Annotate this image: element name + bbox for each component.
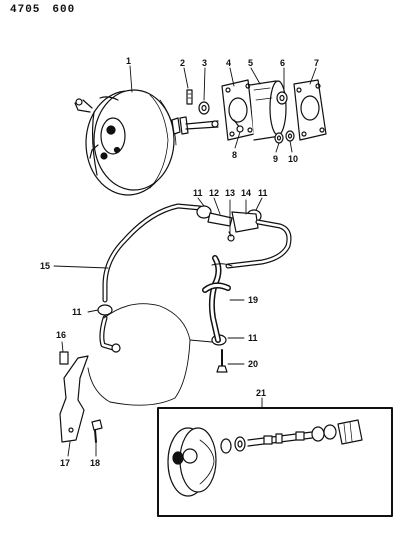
leader-lines	[53, 65, 317, 457]
callout-7: 7	[314, 58, 319, 68]
callouts: 1 2 3 4 5 6 7 8 9 10 11 12 13 14 11 15 1…	[40, 56, 319, 468]
callout-11-top-right: 11	[258, 188, 268, 198]
callout-15: 15	[40, 261, 50, 271]
vacuum-hose	[99, 203, 203, 353]
callout-3: 3	[202, 58, 207, 68]
callout-5: 5	[248, 58, 253, 68]
bracket-bolt	[91, 419, 103, 443]
spacer-housing	[249, 80, 287, 141]
page-code-left: 4705	[10, 4, 41, 16]
callout-17: 17	[60, 458, 70, 468]
callout-18: 18	[90, 458, 100, 468]
vacuum-tube	[202, 255, 233, 343]
callout-11-right: 11	[248, 333, 258, 343]
callout-4: 4	[226, 58, 231, 68]
callout-20: 20	[248, 359, 258, 369]
nut-part	[274, 132, 284, 144]
callout-10: 10	[288, 154, 298, 164]
intake-outline	[87, 303, 213, 406]
mounting-bracket	[59, 355, 89, 443]
callout-2: 2	[180, 58, 185, 68]
callout-14: 14	[241, 188, 251, 198]
callout-1: 1	[126, 56, 131, 66]
callout-8: 8	[232, 150, 237, 160]
fitting	[216, 349, 228, 373]
seal-ring	[276, 91, 288, 105]
callout-19: 19	[248, 295, 258, 305]
bracket-nut	[59, 351, 69, 365]
callout-16: 16	[56, 330, 66, 340]
check-valve	[207, 211, 292, 269]
washer-part	[198, 101, 210, 115]
callout-12: 12	[209, 188, 219, 198]
callout-6: 6	[280, 58, 285, 68]
gasket-plate	[293, 79, 327, 141]
callout-11-top-left: 11	[193, 188, 203, 198]
callout-21: 21	[256, 388, 266, 398]
page-code-right: 600	[52, 4, 76, 16]
pin-part	[186, 89, 193, 105]
brake-booster	[74, 89, 219, 196]
page-code: 4705 600	[10, 4, 87, 16]
callout-11-left: 11	[72, 307, 82, 317]
callout-9: 9	[273, 154, 278, 164]
adapter-plate	[221, 79, 255, 141]
repair-kit-inset	[157, 407, 393, 517]
callout-13: 13	[225, 188, 235, 198]
lock-washer-part	[285, 130, 295, 142]
